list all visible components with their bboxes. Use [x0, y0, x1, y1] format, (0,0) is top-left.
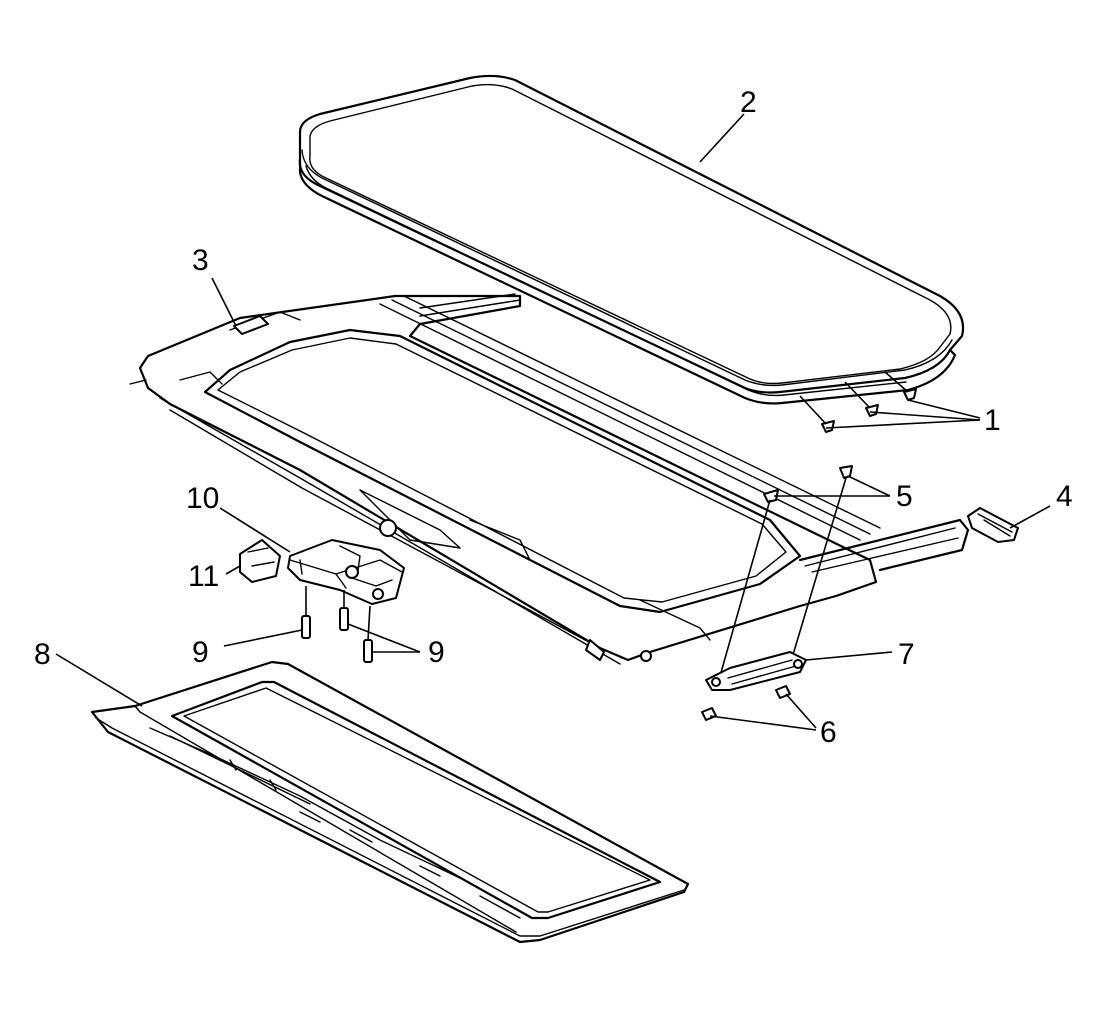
- bolt-icon: [301, 615, 311, 639]
- motor-connector: [239, 539, 281, 583]
- rail-clip: [967, 507, 1019, 543]
- bolt-icon: [363, 639, 373, 663]
- bolt-icon: [339, 607, 349, 631]
- sunroof-motor: [287, 539, 405, 605]
- glass-panel-screws: [799, 371, 917, 433]
- bolt-icon: [763, 489, 779, 503]
- callout-9-left: 9: [192, 636, 209, 669]
- callout-7: 7: [898, 638, 915, 671]
- callout-leaders: [55, 113, 1051, 731]
- callout-11: 11: [188, 560, 219, 593]
- sunroof-frame: [129, 293, 970, 665]
- callout-1: 1: [984, 404, 1001, 437]
- callout-3: 3: [192, 244, 209, 277]
- bracket-nuts: [701, 685, 791, 721]
- callout-8: 8: [34, 638, 51, 671]
- bolt-icon: [839, 465, 853, 479]
- mounting-bracket: [705, 651, 807, 691]
- callout-2: 2: [740, 86, 757, 119]
- callout-5: 5: [896, 480, 913, 513]
- callout-9-right: 9: [428, 636, 445, 669]
- frame-bolts: [719, 465, 853, 677]
- callout-4: 4: [1056, 480, 1073, 513]
- callout-10: 10: [186, 482, 219, 515]
- motor-bolts: [301, 586, 373, 663]
- sunshade-panel: [90, 660, 690, 944]
- callout-labels: 2 3 1 4 5 10 11 9 9 8 7 6: [34, 86, 1073, 749]
- nut-icon: [701, 707, 717, 721]
- callout-6: 6: [820, 716, 837, 749]
- glass-panel: [298, 74, 965, 405]
